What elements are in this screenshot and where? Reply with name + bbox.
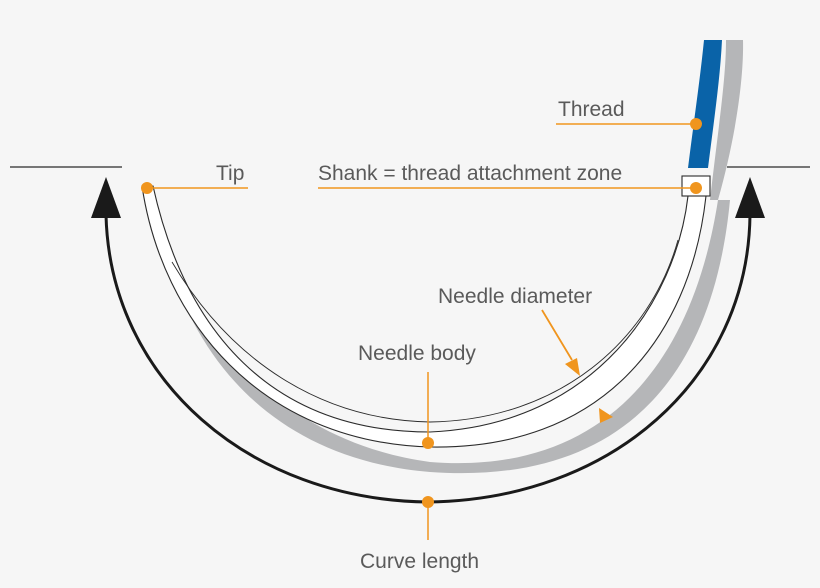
needle-body-inner-line xyxy=(171,239,679,423)
leader-needle-diameter xyxy=(541,309,573,361)
label-thread: Thread xyxy=(558,98,625,121)
curve-arrowhead-left xyxy=(91,177,121,218)
arrowhead-needle-diameter-outer xyxy=(565,358,580,376)
thread-strand xyxy=(688,40,722,168)
marker-thread xyxy=(690,118,702,130)
label-needle-diameter: Needle diameter xyxy=(438,285,592,308)
label-tip: Tip xyxy=(216,162,244,185)
label-curve-length: Curve length xyxy=(360,550,479,573)
marker-shank xyxy=(690,182,702,194)
label-shank: Shank = thread attachment zone xyxy=(318,162,622,185)
arrowhead-needle-diameter-inner xyxy=(599,408,613,423)
marker-tip xyxy=(141,182,153,194)
label-needle-body: Needle body xyxy=(358,342,476,365)
curve-arrowhead-right xyxy=(735,177,765,218)
marker-needle-body xyxy=(422,437,434,449)
needle-shadow-tail xyxy=(710,40,744,200)
